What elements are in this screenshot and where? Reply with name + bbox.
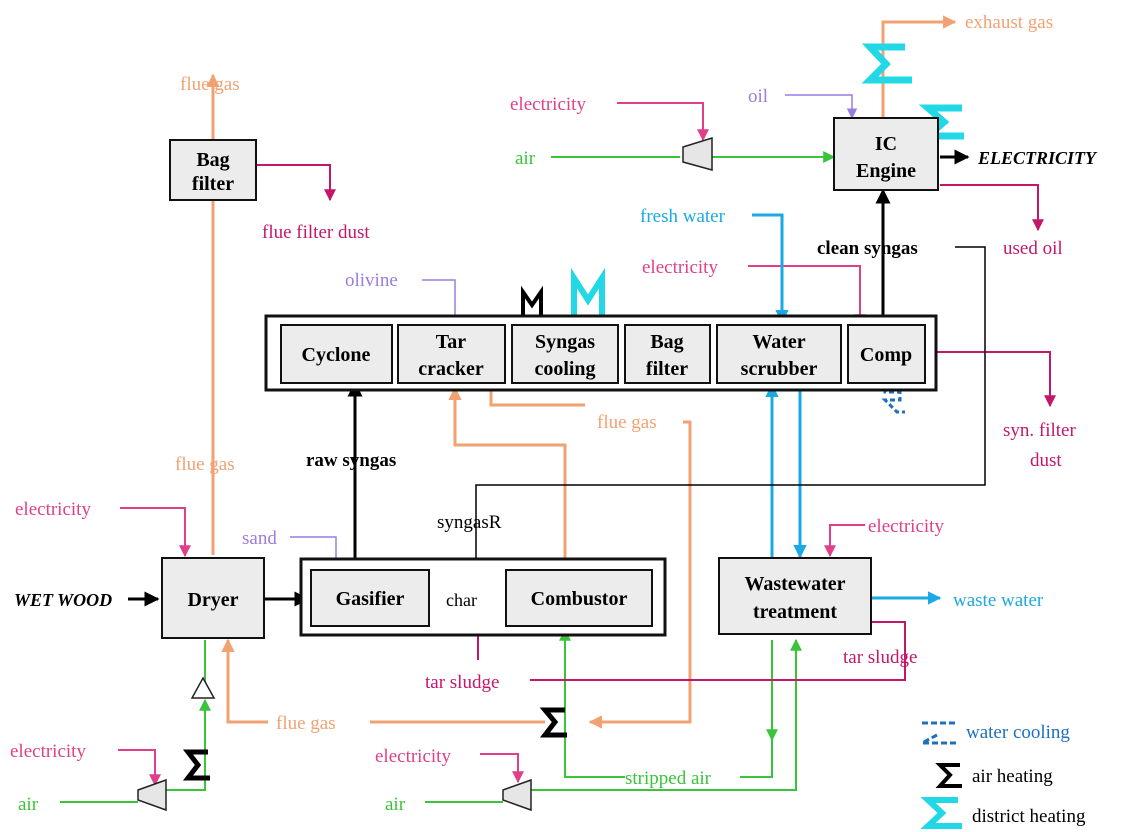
water-cooling-icon	[921, 721, 956, 745]
block-bag-filter-top: Bag filter	[169, 139, 257, 201]
label-stripped-air: stripped air	[625, 768, 712, 789]
label-waste-water: waste water	[953, 590, 1044, 611]
label-flue-gas: flue gas	[597, 412, 657, 433]
label-flue-gas: flue gas	[180, 74, 240, 95]
label-syngasR: syngasR	[437, 512, 502, 533]
block-label: Combustor	[531, 588, 628, 610]
air-heating-mid-icon	[539, 707, 567, 738]
label-olivine: olivine	[345, 270, 398, 291]
block-label: cooling	[534, 358, 595, 380]
flue-gas-lines	[206, 15, 957, 729]
block-label: Comp	[860, 344, 912, 366]
block-label: Water	[752, 331, 805, 353]
block-label: Cyclone	[302, 344, 371, 366]
legend: water cooling air heating district heati…	[920, 721, 1086, 829]
label-air: air	[515, 148, 536, 169]
block-label: Bag	[196, 149, 229, 171]
block-label: Wastewater	[744, 573, 845, 595]
block-label: Syngas	[535, 331, 595, 353]
label-syn-filter-dust: dust	[1030, 450, 1062, 471]
block-ic-engine: IC Engine	[833, 117, 939, 191]
label-tar-sludge: tar sludge	[843, 647, 917, 668]
district-heating-icon	[920, 797, 962, 829]
label-clean-syngas: clean syngas	[817, 238, 918, 259]
water-cooling-comp-icon	[881, 380, 905, 414]
water-lines	[752, 213, 942, 605]
gas-cleaning-train: Cyclone Tar cracker Syngas cooling Bag f…	[264, 314, 938, 392]
label-fresh-water: fresh water	[640, 206, 726, 227]
label-raw-syngas: raw syngas	[306, 450, 396, 471]
label-electricity: electricity	[868, 516, 944, 537]
label-tar-sludge: tar sludge	[425, 672, 499, 693]
block-label: scrubber	[741, 358, 818, 380]
label-flue-gas: flue gas	[276, 713, 336, 734]
label-flue-filter-dust: flue filter dust	[262, 222, 370, 243]
block-label: Dryer	[187, 589, 238, 611]
label-used-oil: used oil	[1003, 238, 1063, 259]
label-electricity: electricity	[10, 741, 86, 762]
compressor-air-mid	[502, 778, 532, 812]
label-electricity-output: ELECTRICITY	[977, 148, 1098, 168]
block-label: filter	[646, 358, 688, 380]
label-wet-wood: WET WOOD	[14, 590, 112, 610]
block-label: Engine	[856, 160, 916, 182]
label-flue-gas: flue gas	[175, 454, 235, 475]
label-electricity: electricity	[642, 257, 718, 278]
district-heating-syngas-icon	[571, 267, 605, 322]
block-label: Gasifier	[336, 588, 405, 610]
main-stream-lines	[128, 149, 986, 607]
label-electricity: electricity	[375, 746, 451, 767]
air-lines	[60, 151, 836, 803]
air-heating-cooling-icon	[521, 285, 543, 320]
label-air: air	[18, 794, 39, 815]
air-heating-left-icon	[182, 749, 210, 781]
label-oil: oil	[748, 86, 768, 107]
block-label: filter	[192, 173, 234, 195]
label-electricity: electricity	[510, 94, 586, 115]
label-syn-filter-dust: syn. filter	[1003, 420, 1076, 441]
label-electricity: electricity	[15, 499, 91, 520]
block-label: treatment	[753, 601, 837, 623]
district-heating-exhaust-icon	[861, 43, 912, 84]
compressor-air-engine	[682, 136, 713, 171]
legend-district-heating: district heating	[972, 806, 1086, 827]
fan-triangle	[190, 676, 216, 699]
block-dryer: Dryer	[161, 557, 265, 639]
legend-air-heating: air heating	[972, 766, 1053, 787]
block-label: IC	[875, 133, 897, 155]
district-heating-engine-icon	[918, 104, 964, 140]
compressor-air-left	[137, 778, 167, 812]
air-heating-icon	[935, 763, 962, 788]
label-char: char	[446, 590, 477, 610]
block-label: Bag	[650, 331, 683, 353]
label-air: air	[385, 794, 406, 815]
label-sand: sand	[242, 528, 277, 549]
gasifier-combustor-group: Gasifier Combustor	[299, 557, 667, 637]
block-label: cracker	[418, 358, 484, 380]
legend-water-cooling: water cooling	[966, 722, 1070, 743]
electricity-lines	[118, 102, 866, 787]
block-wastewater-treatment: Wastewater treatment	[718, 557, 872, 635]
block-label: Tar	[436, 331, 467, 353]
label-exhaust-gas: exhaust gas	[965, 12, 1053, 33]
